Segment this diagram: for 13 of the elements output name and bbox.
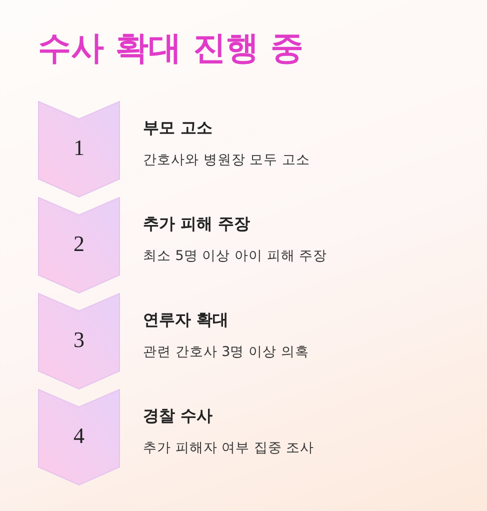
step-heading: 부모 고소 (143, 118, 213, 139)
step-number: 1 (72, 135, 86, 161)
step-heading: 추가 피해 주장 (143, 214, 250, 235)
step-heading: 연루자 확대 (143, 310, 229, 331)
step-heading: 경찰 수사 (143, 406, 213, 427)
step-number: 4 (72, 423, 86, 449)
step-description: 최소 5명 이상 아이 피해 주장 (143, 247, 328, 265)
step-description: 관련 간호사 3명 이상 의혹 (143, 343, 309, 361)
step-description: 추가 피해자 여부 집중 조사 (143, 439, 314, 457)
step-number: 3 (72, 327, 86, 353)
step-description: 간호사와 병원장 모두 고소 (143, 151, 310, 169)
title: 수사 확대 진행 중 (38, 27, 304, 69)
step-number: 2 (72, 231, 86, 257)
